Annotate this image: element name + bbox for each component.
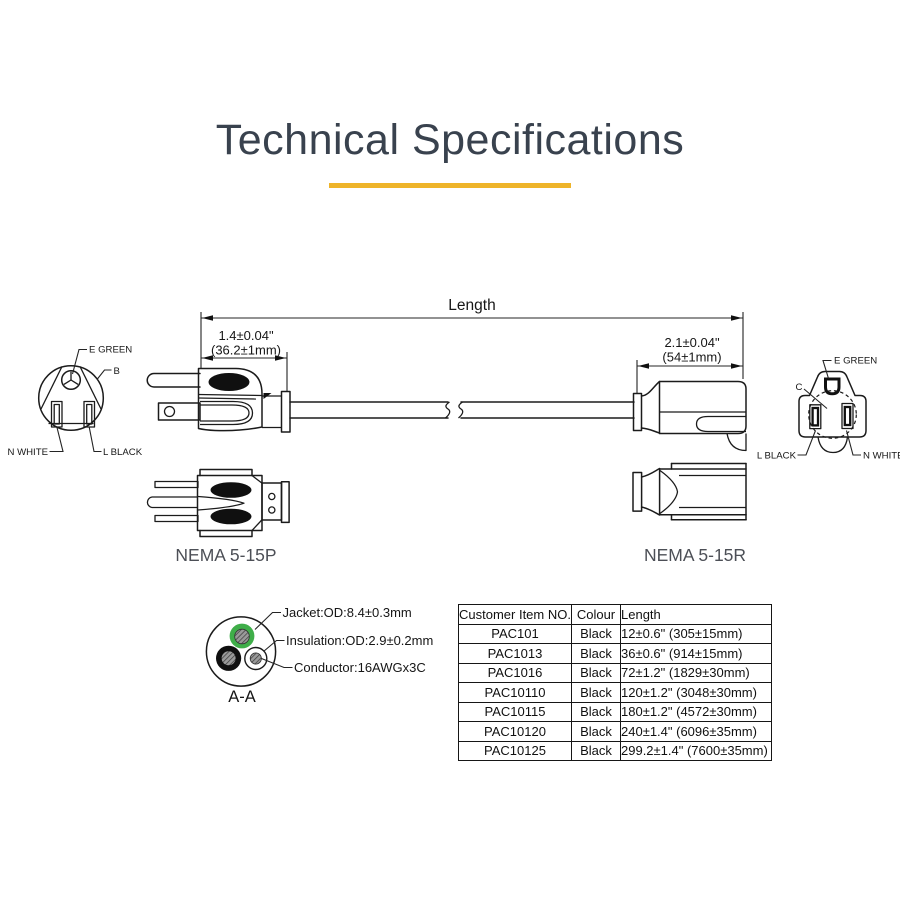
live-slot [83, 400, 96, 428]
plug-earth-label: E GREEN [89, 345, 132, 356]
colour-cell: Black [571, 701, 621, 722]
power-cord-technical-drawing: Length 1.4±0.04" (36.2±1mm) 2.1±0.04" (5… [7, 297, 900, 706]
plug-top-view [146, 367, 291, 433]
item-cell: PAC10110 [458, 682, 572, 703]
receptacle-face-diagram: E GREEN C L BLACK N WHITE [757, 356, 900, 462]
spec-table: Customer Item NO. Colour Length PAC101 B… [458, 604, 772, 761]
plug-side-view [146, 468, 290, 538]
length-cell: 180±1.2" (4572±30mm) [620, 701, 772, 722]
length-cell: 72±1.2" (1829±30mm) [620, 662, 772, 683]
table-row: PAC1013 Black 36±0.6" (914±15mm) [458, 643, 772, 664]
plug-dimension-mm: (36.2±1mm) [211, 343, 281, 358]
receptacle-live-label: L BLACK [757, 451, 797, 462]
item-cell: PAC101 [458, 623, 572, 644]
length-cell: 240±1.4" (6096±35mm) [620, 721, 772, 742]
colour-cell: Black [571, 643, 621, 664]
jacket-spec-label: Jacket:OD:8.4±0.3mm [283, 605, 412, 620]
table-row: PAC10125 Black 299.2±1.4" (7600±35mm) [458, 740, 772, 761]
plug-dimension-inches: 1.4±0.04" [218, 328, 274, 343]
cable-break-right [458, 401, 464, 419]
length-cell: 120±1.2" (3048±30mm) [620, 682, 772, 703]
spec-table-header-row: Customer Item NO. Colour Length [458, 604, 772, 625]
plug-connector-name: NEMA 5-15P [175, 545, 276, 565]
table-row: PAC1016 Black 72±1.2" (1829±30mm) [458, 662, 772, 683]
plug-live-label: L BLACK [103, 447, 143, 458]
cable-run [289, 401, 635, 419]
col-header-item: Customer Item NO. [458, 604, 572, 625]
live-slot [809, 404, 822, 430]
receptacle-neutral-label: N WHITE [863, 451, 900, 462]
table-row: PAC10115 Black 180±1.2" (4572±30mm) [458, 701, 772, 722]
section-aa-label: A-A [228, 688, 256, 706]
item-cell: PAC1016 [458, 662, 572, 683]
receptacle-body-label: C [796, 382, 803, 393]
receptacle-earth-label: E GREEN [834, 356, 877, 367]
plug-body-label: B [114, 366, 120, 377]
page-title: Technical Specifications [215, 116, 685, 164]
insulation-spec-label: Insulation:OD:2.9±0.2mm [286, 633, 433, 648]
neutral-slot [841, 402, 854, 430]
length-cell: 299.2±1.4" (7600±35mm) [620, 740, 772, 761]
colour-cell: Black [571, 623, 621, 644]
colour-cell: Black [571, 740, 621, 761]
colour-cell: Black [571, 721, 621, 742]
receptacle-top-view [632, 380, 747, 452]
dimension-lines: Length 1.4±0.04" (36.2±1mm) 2.1±0.04" (5… [200, 297, 744, 393]
item-cell: PAC10125 [458, 740, 572, 761]
colour-cell: Black [571, 682, 621, 703]
colour-cell: Black [571, 662, 621, 683]
title-underline-accent [329, 183, 571, 188]
table-row: PAC101 Black 12±0.6" (305±15mm) [458, 623, 772, 644]
neutral-slot [50, 400, 63, 428]
ground-slot [824, 377, 841, 396]
table-row: PAC10120 Black 240±1.4" (6096±35mm) [458, 721, 772, 742]
length-cell: 12±0.6" (305±15mm) [620, 623, 772, 644]
ground-pin [60, 369, 82, 391]
col-header-colour: Colour [571, 604, 621, 625]
receptacle-dimension-inches: 2.1±0.04" [664, 335, 720, 350]
conductor-spec-label: Conductor:16AWGx3C [294, 660, 426, 675]
overall-length-label: Length [448, 297, 495, 314]
cable-break-left [445, 401, 451, 419]
item-cell: PAC1013 [458, 643, 572, 664]
item-cell: PAC10115 [458, 701, 572, 722]
col-header-length: Length [620, 604, 772, 625]
jacket-outline [205, 616, 277, 687]
plug-face-diagram: E GREEN B N WHITE L BLACK [7, 345, 142, 459]
plug-neutral-label: N WHITE [7, 447, 48, 458]
table-row: PAC10110 Black 120±1.2" (3048±30mm) [458, 682, 772, 703]
receptacle-connector-name: NEMA 5-15R [644, 545, 746, 565]
receptacle-dimension-mm: (54±1mm) [662, 350, 721, 365]
cable-cross-section: Jacket:OD:8.4±0.3mm Insulation:OD:2.9±0.… [205, 605, 433, 706]
length-cell: 36±0.6" (914±15mm) [620, 643, 772, 664]
item-cell: PAC10120 [458, 721, 572, 742]
receptacle-side-view [632, 462, 747, 521]
